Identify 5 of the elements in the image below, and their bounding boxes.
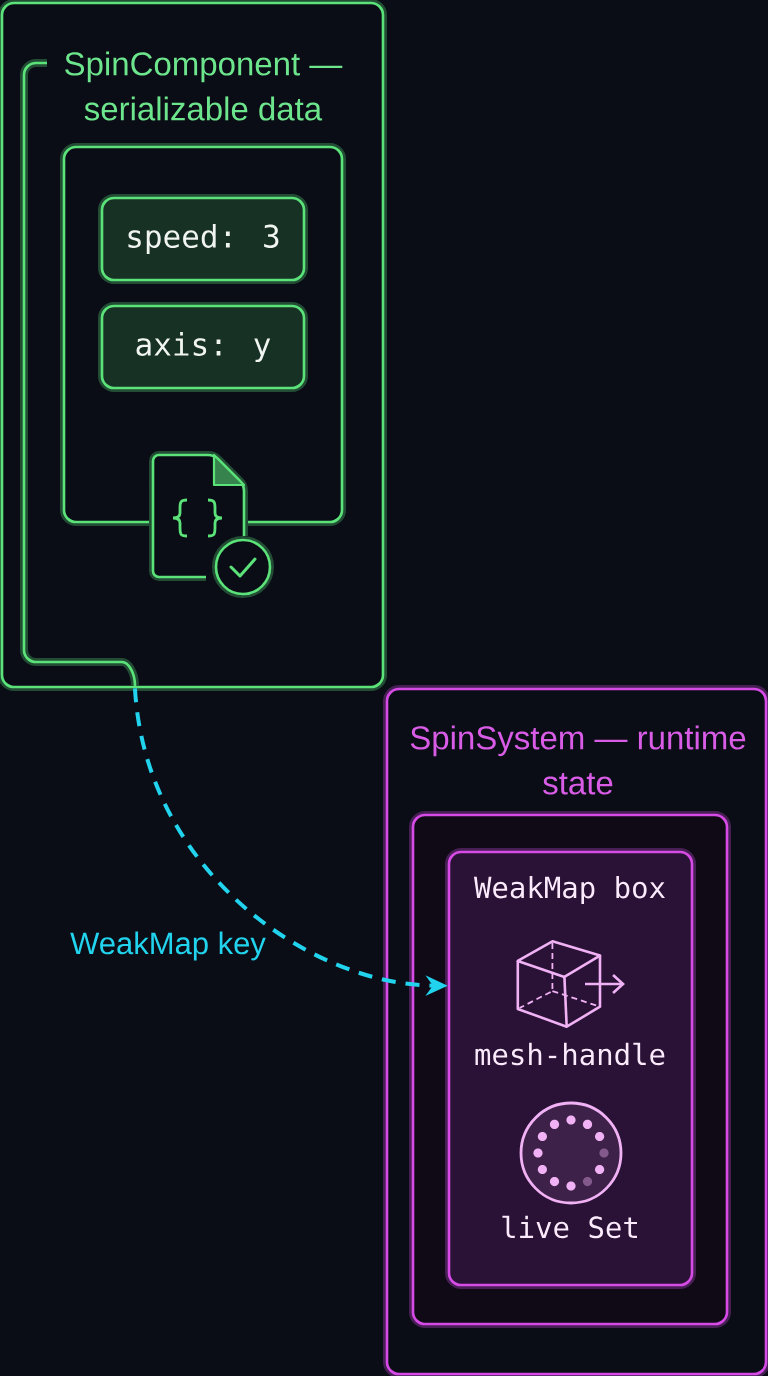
- panel-title: SpinComponent — serializable data: [65, 51, 343, 121]
- edge-label: WeakMap key: [67, 928, 269, 964]
- field-box: axis: y: [98, 302, 308, 392]
- panel-title: SpinSystem — runtime state: [410, 725, 746, 795]
- field-box: speed: 3: [98, 194, 308, 284]
